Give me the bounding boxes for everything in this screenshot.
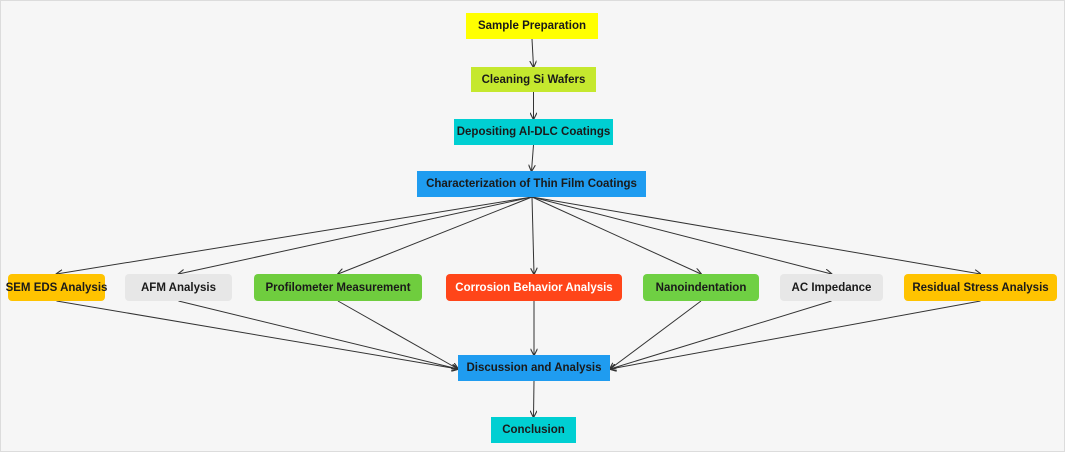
connector-characterization-to-sem-eds (57, 196, 533, 274)
profilometer-measurement-node: Profilometer Measurement (254, 274, 422, 301)
sem-eds-analysis-node: SEM EDS Analysis (6, 274, 107, 301)
connector-afm-to-discussion (178, 300, 459, 369)
connector-characterization-to-residual-stress (531, 196, 981, 274)
connector-sem-eds-to-discussion (56, 300, 459, 369)
depositing-coatings-node: Depositing Al-DLC Coatings (454, 119, 613, 145)
connector-characterization-to-profilometer (338, 196, 533, 274)
nanoindentation-node: Nanoindentation (643, 274, 759, 301)
cleaning-si-wafers-node: Cleaning Si Wafers (471, 67, 596, 92)
connector-discussion-to-conclusion (534, 380, 535, 417)
sample-preparation-node: Sample Preparation (466, 13, 598, 39)
connector-profilometer-to-discussion (337, 300, 458, 369)
afm-analysis-node: AFM Analysis (125, 274, 232, 301)
connector-depositing-coatings-to-characterization (532, 144, 534, 171)
corrosion-behavior-analysis-node: Corrosion Behavior Analysis (446, 274, 622, 301)
discussion-and-analysis-node: Discussion and Analysis (458, 355, 610, 381)
connector-characterization-to-nanoindentation (531, 196, 701, 274)
connector-nanoindentation-to-discussion (610, 300, 702, 369)
connector-characterization-to-corrosion (532, 196, 534, 274)
connector-characterization-to-ac-impedance (531, 196, 832, 274)
connector-residual-stress-to-discussion (610, 300, 981, 369)
ac-impedance-node: AC Impedance (780, 274, 883, 301)
connector-characterization-to-afm (179, 196, 533, 274)
connector-ac-impedance-to-discussion (610, 300, 832, 369)
residual-stress-analysis-node: Residual Stress Analysis (904, 274, 1057, 301)
characterization-node: Characterization of Thin Film Coatings (417, 171, 646, 197)
conclusion-node: Conclusion (491, 417, 576, 443)
connector-sample-preparation-to-cleaning-si-wafers (532, 38, 534, 67)
